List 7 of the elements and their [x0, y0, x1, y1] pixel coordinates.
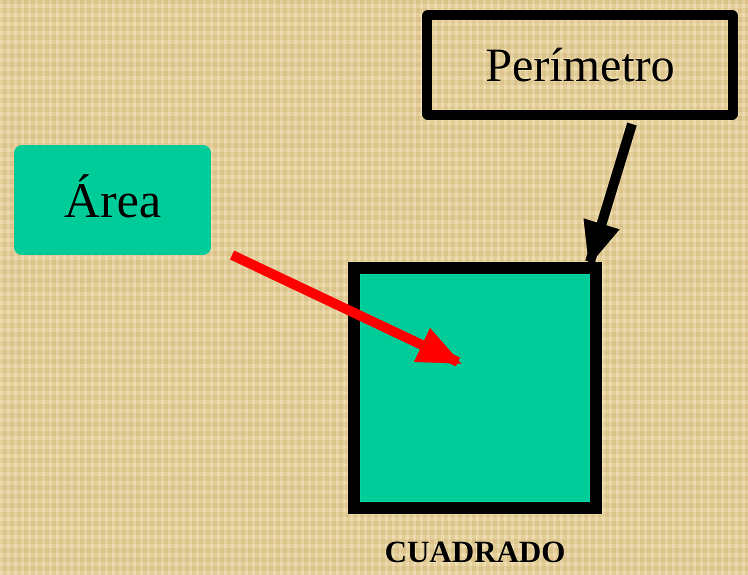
arrow — [230, 250, 462, 367]
label-box — [14, 145, 211, 255]
label-box — [422, 10, 738, 120]
square-shape — [348, 262, 602, 514]
label-text: Perímetro — [485, 38, 675, 92]
label-text: Área — [64, 171, 162, 229]
node-label: CUADRADO — [384, 534, 566, 570]
